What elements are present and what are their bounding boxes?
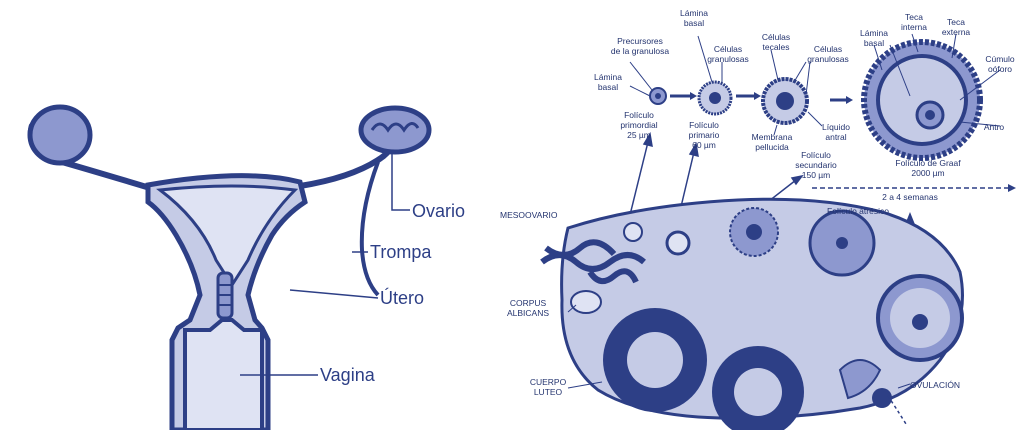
label-celulas-granulosas-2a: Células xyxy=(814,44,842,54)
label-secundario-2: secundario xyxy=(795,160,837,170)
label-primordial-3: 25 µm xyxy=(627,130,651,140)
label-primario-3: 60 µm xyxy=(692,140,716,150)
label-utero: Útero xyxy=(380,287,424,308)
label-lamina-basal-1b: basal xyxy=(598,82,618,92)
label-lamina-basal-2b: basal xyxy=(684,18,704,28)
label-corpus-albicans-1: CORPUS xyxy=(510,298,547,308)
label-lamina-basal-1a: Lámina xyxy=(594,72,622,82)
label-teca-interna-1: Teca xyxy=(905,12,923,22)
label-primordial-2: primordial xyxy=(620,120,657,130)
label-lamina-basal-2a: Lámina xyxy=(680,8,708,18)
label-trompa: Trompa xyxy=(370,242,432,262)
label-ovulacion: OVULACIÓN xyxy=(910,380,960,390)
label-precursores-1: Precursores xyxy=(617,36,663,46)
label-cumulo-1: Cúmulo xyxy=(985,54,1015,64)
label-celulas-granulosas-1b: granulosas xyxy=(707,54,749,64)
corpus-albicans xyxy=(571,291,601,313)
label-membrana-2: pellucida xyxy=(755,142,789,152)
label-antro: Antro xyxy=(984,122,1005,132)
label-ovario: Ovario xyxy=(412,201,465,221)
label-teca-externa-2: externa xyxy=(942,27,971,37)
label-semanas: 2 a 4 semanas xyxy=(882,192,938,202)
label-cuerpo-luteo-2: LUTEO xyxy=(534,387,563,397)
label-teca-externa-1: Teca xyxy=(947,17,965,27)
reproductive-tract-diagram: Ovario Trompa Útero Vagina xyxy=(0,90,505,430)
label-cuerpo-luteo-1: CUERPO xyxy=(530,377,567,387)
label-celulas-granulosas-2b: granulosas xyxy=(807,54,849,64)
label-foliculo-atresico: Folículo atrésico xyxy=(827,206,889,216)
label-graaf-1: Folículo de Graaf xyxy=(895,158,961,168)
label-vagina: Vagina xyxy=(320,365,376,385)
label-secundario-3: 150 µm xyxy=(802,170,831,180)
label-celulas-tecales-2: tecales xyxy=(763,42,790,52)
label-teca-interna-2: interna xyxy=(901,22,927,32)
label-cumulo-2: oóforo xyxy=(988,64,1012,74)
label-liquido-1: Líquido xyxy=(822,122,850,132)
label-primordial-1: Folículo xyxy=(624,110,654,120)
label-liquido-2: antral xyxy=(825,132,846,142)
label-lamina-basal-3b: basal xyxy=(864,38,884,48)
label-primario-2: primario xyxy=(689,130,720,140)
label-membrana-1: Membrana xyxy=(752,132,793,142)
label-celulas-granulosas-1a: Células xyxy=(714,44,742,54)
label-secundario-1: Folículo xyxy=(801,150,831,160)
left-ovary xyxy=(30,107,90,163)
label-mesoovario: MESOOVARIO xyxy=(500,210,558,220)
right-ovary xyxy=(361,108,429,152)
label-lamina-basal-3a: Lámina xyxy=(860,28,888,38)
label-primario-1: Folículo xyxy=(689,120,719,130)
label-corpus-albicans-2: ALBICANS xyxy=(507,308,549,318)
label-graaf-2: 2000 µm xyxy=(911,168,944,178)
label-celulas-tecales-1: Células xyxy=(762,32,790,42)
label-precursores-2: de la granulosa xyxy=(611,46,669,56)
